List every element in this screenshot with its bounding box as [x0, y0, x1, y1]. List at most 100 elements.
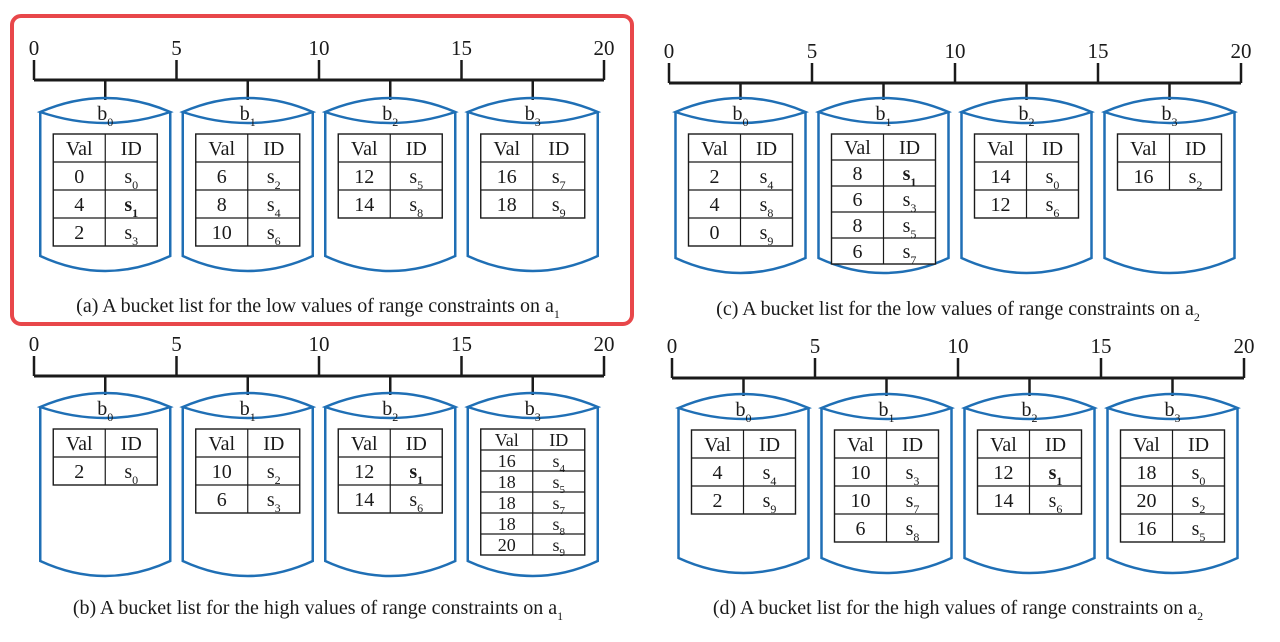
table-cell-id: s8: [552, 514, 565, 538]
table-cell-val: 16: [498, 451, 516, 471]
axis-tick-label: 20: [594, 36, 615, 60]
table-cell-id: s0: [124, 166, 138, 192]
bucket-label: b1: [876, 103, 892, 129]
bucket-label: b2: [1022, 399, 1038, 425]
bucket-cylinder-body: [39, 407, 172, 578]
panel-caption: (a) A bucket list for the low values of …: [76, 295, 560, 321]
bucket-label: b3: [1162, 103, 1178, 129]
table-cell-val: 8: [853, 215, 863, 237]
table-cell-val: 2: [710, 166, 720, 188]
table-header-id: ID: [549, 430, 568, 450]
axis-tick-label: 15: [1088, 39, 1109, 63]
table-cell-val: 12: [354, 166, 374, 188]
table-header-id: ID: [406, 433, 427, 455]
axis-tick-label: 0: [29, 36, 40, 60]
table-cell-id: s1: [409, 461, 423, 487]
table-cell-id: s9: [763, 490, 777, 516]
table-cell-val: 2: [74, 222, 84, 244]
bucket-label: b2: [1019, 103, 1035, 129]
bucket-cylinder-cap: [36, 391, 174, 420]
bucket-cylinder-body: [1106, 408, 1239, 575]
table-cell-id: s1: [1049, 462, 1063, 488]
table-header-id: ID: [899, 137, 920, 159]
table-header-id: ID: [121, 138, 142, 160]
table-cell-id: s5: [903, 215, 917, 241]
bucket-cylinder-cap: [672, 96, 809, 125]
table-cell-val: 18: [1137, 462, 1157, 484]
table-cell-id: s6: [409, 489, 423, 515]
table-cell-val: 4: [74, 194, 84, 216]
axis-tick-label: 20: [1234, 334, 1255, 358]
table-cell-val: 10: [212, 222, 232, 244]
table-header-id: ID: [263, 138, 284, 160]
table-header-id: ID: [1045, 434, 1066, 456]
table-header-id: ID: [1188, 434, 1209, 456]
table-cell-val: 12: [354, 461, 374, 483]
table-cell-id: s2: [1189, 166, 1203, 192]
table-cell-val: 14: [991, 166, 1011, 188]
axis-tick-label: 20: [594, 332, 615, 356]
table-cell-val: 12: [994, 462, 1014, 484]
table-header-id: ID: [263, 433, 284, 455]
axis-tick-label: 15: [451, 36, 472, 60]
bucket-cylinder-body: [820, 408, 953, 575]
bucket-cylinder-cap: [36, 96, 174, 125]
table-header-id: ID: [902, 434, 923, 456]
table-cell-id: s1: [124, 194, 138, 220]
table-cell-id: s2: [267, 461, 281, 487]
table-header-id: ID: [121, 433, 142, 455]
table-cell-id: s3: [124, 222, 138, 248]
table-cell-val: 16: [1134, 166, 1154, 188]
table-cell-id: s4: [552, 451, 565, 475]
table-cell-id: s4: [763, 462, 777, 488]
table-header-val: Val: [66, 433, 93, 455]
table-cell-id: s0: [124, 461, 138, 487]
table-cell-id: s0: [1192, 462, 1206, 488]
table-cell-id: s7: [906, 490, 920, 516]
table-header-id: ID: [1185, 138, 1206, 160]
bucket-cylinder-cap: [818, 392, 955, 421]
table-cell-val: 18: [498, 472, 516, 492]
table-cell-id: s4: [267, 194, 281, 220]
bucket-label: b1: [240, 103, 256, 129]
axis-tick-label: 10: [309, 332, 330, 356]
bucket-cylinder-cap: [179, 391, 317, 420]
table-header-val: Val: [1133, 434, 1160, 456]
bucket-cylinder-cap: [815, 96, 952, 125]
bucket-cylinder-body: [324, 407, 457, 578]
table-cell-val: 18: [498, 514, 516, 534]
bucket-cylinder-body: [963, 408, 1096, 575]
table-header-id: ID: [756, 138, 777, 160]
bucket-label: b0: [733, 103, 749, 129]
axis-tick-label: 10: [309, 36, 330, 60]
panel-caption: (b) A bucket list for the high values of…: [73, 597, 563, 623]
table-header-val: Val: [844, 137, 871, 159]
table-header-val: Val: [351, 138, 378, 160]
table-cell-val: 20: [498, 535, 516, 555]
table-cell-id: s7: [552, 493, 565, 517]
bucket-cylinder-body: [1103, 112, 1236, 275]
table-cell-id: s2: [1192, 490, 1206, 516]
table-header-val: Val: [208, 138, 235, 160]
